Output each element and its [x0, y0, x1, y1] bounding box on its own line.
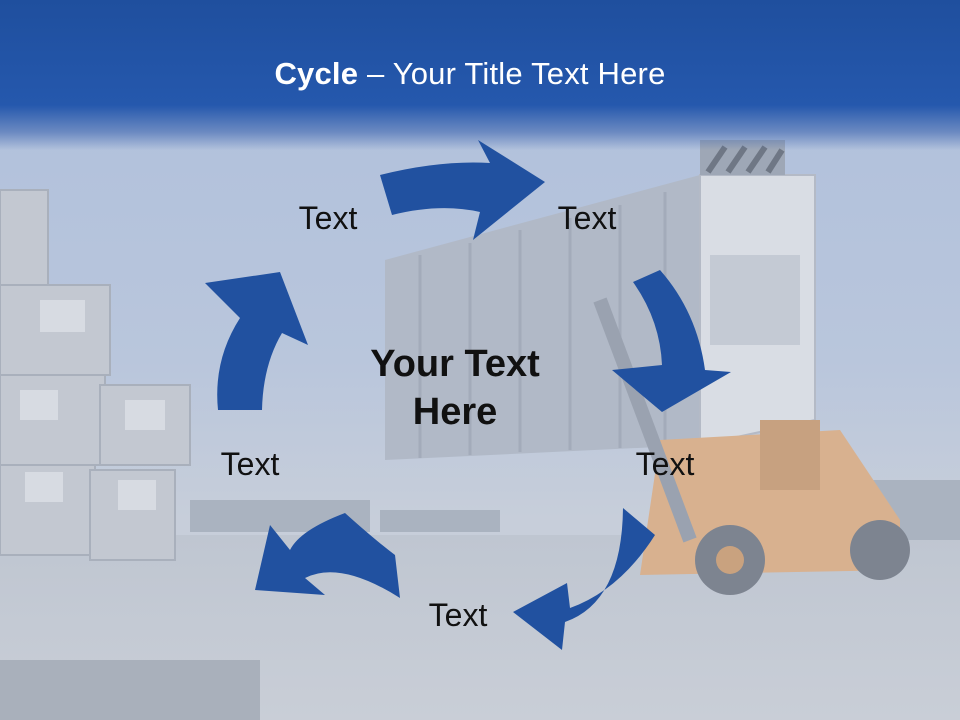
cycle-arrow-4[interactable] [255, 513, 400, 598]
title-rest-part: – Your Title Text Here [358, 56, 666, 91]
slide-title: Cycle – Your Title Text Here [0, 56, 940, 92]
title-bold-part: Cycle [274, 56, 359, 91]
cycle-node-label-top-left: Text [298, 200, 358, 236]
cycle-arrow-5[interactable] [205, 272, 308, 410]
cycle-node-label-right: Text [635, 446, 695, 482]
cycle-arrow-3[interactable] [513, 508, 655, 650]
cycle-node-label-top-right: Text [557, 200, 617, 236]
cycle-arrow-1[interactable] [380, 140, 545, 240]
cycle-node-label-left: Text [220, 446, 280, 482]
cycle-arrow-2[interactable] [612, 270, 731, 412]
title-band [0, 0, 960, 150]
cycle-center-text: Your Text Here [370, 343, 540, 433]
cycle-node-label-bottom: Text [428, 597, 488, 633]
